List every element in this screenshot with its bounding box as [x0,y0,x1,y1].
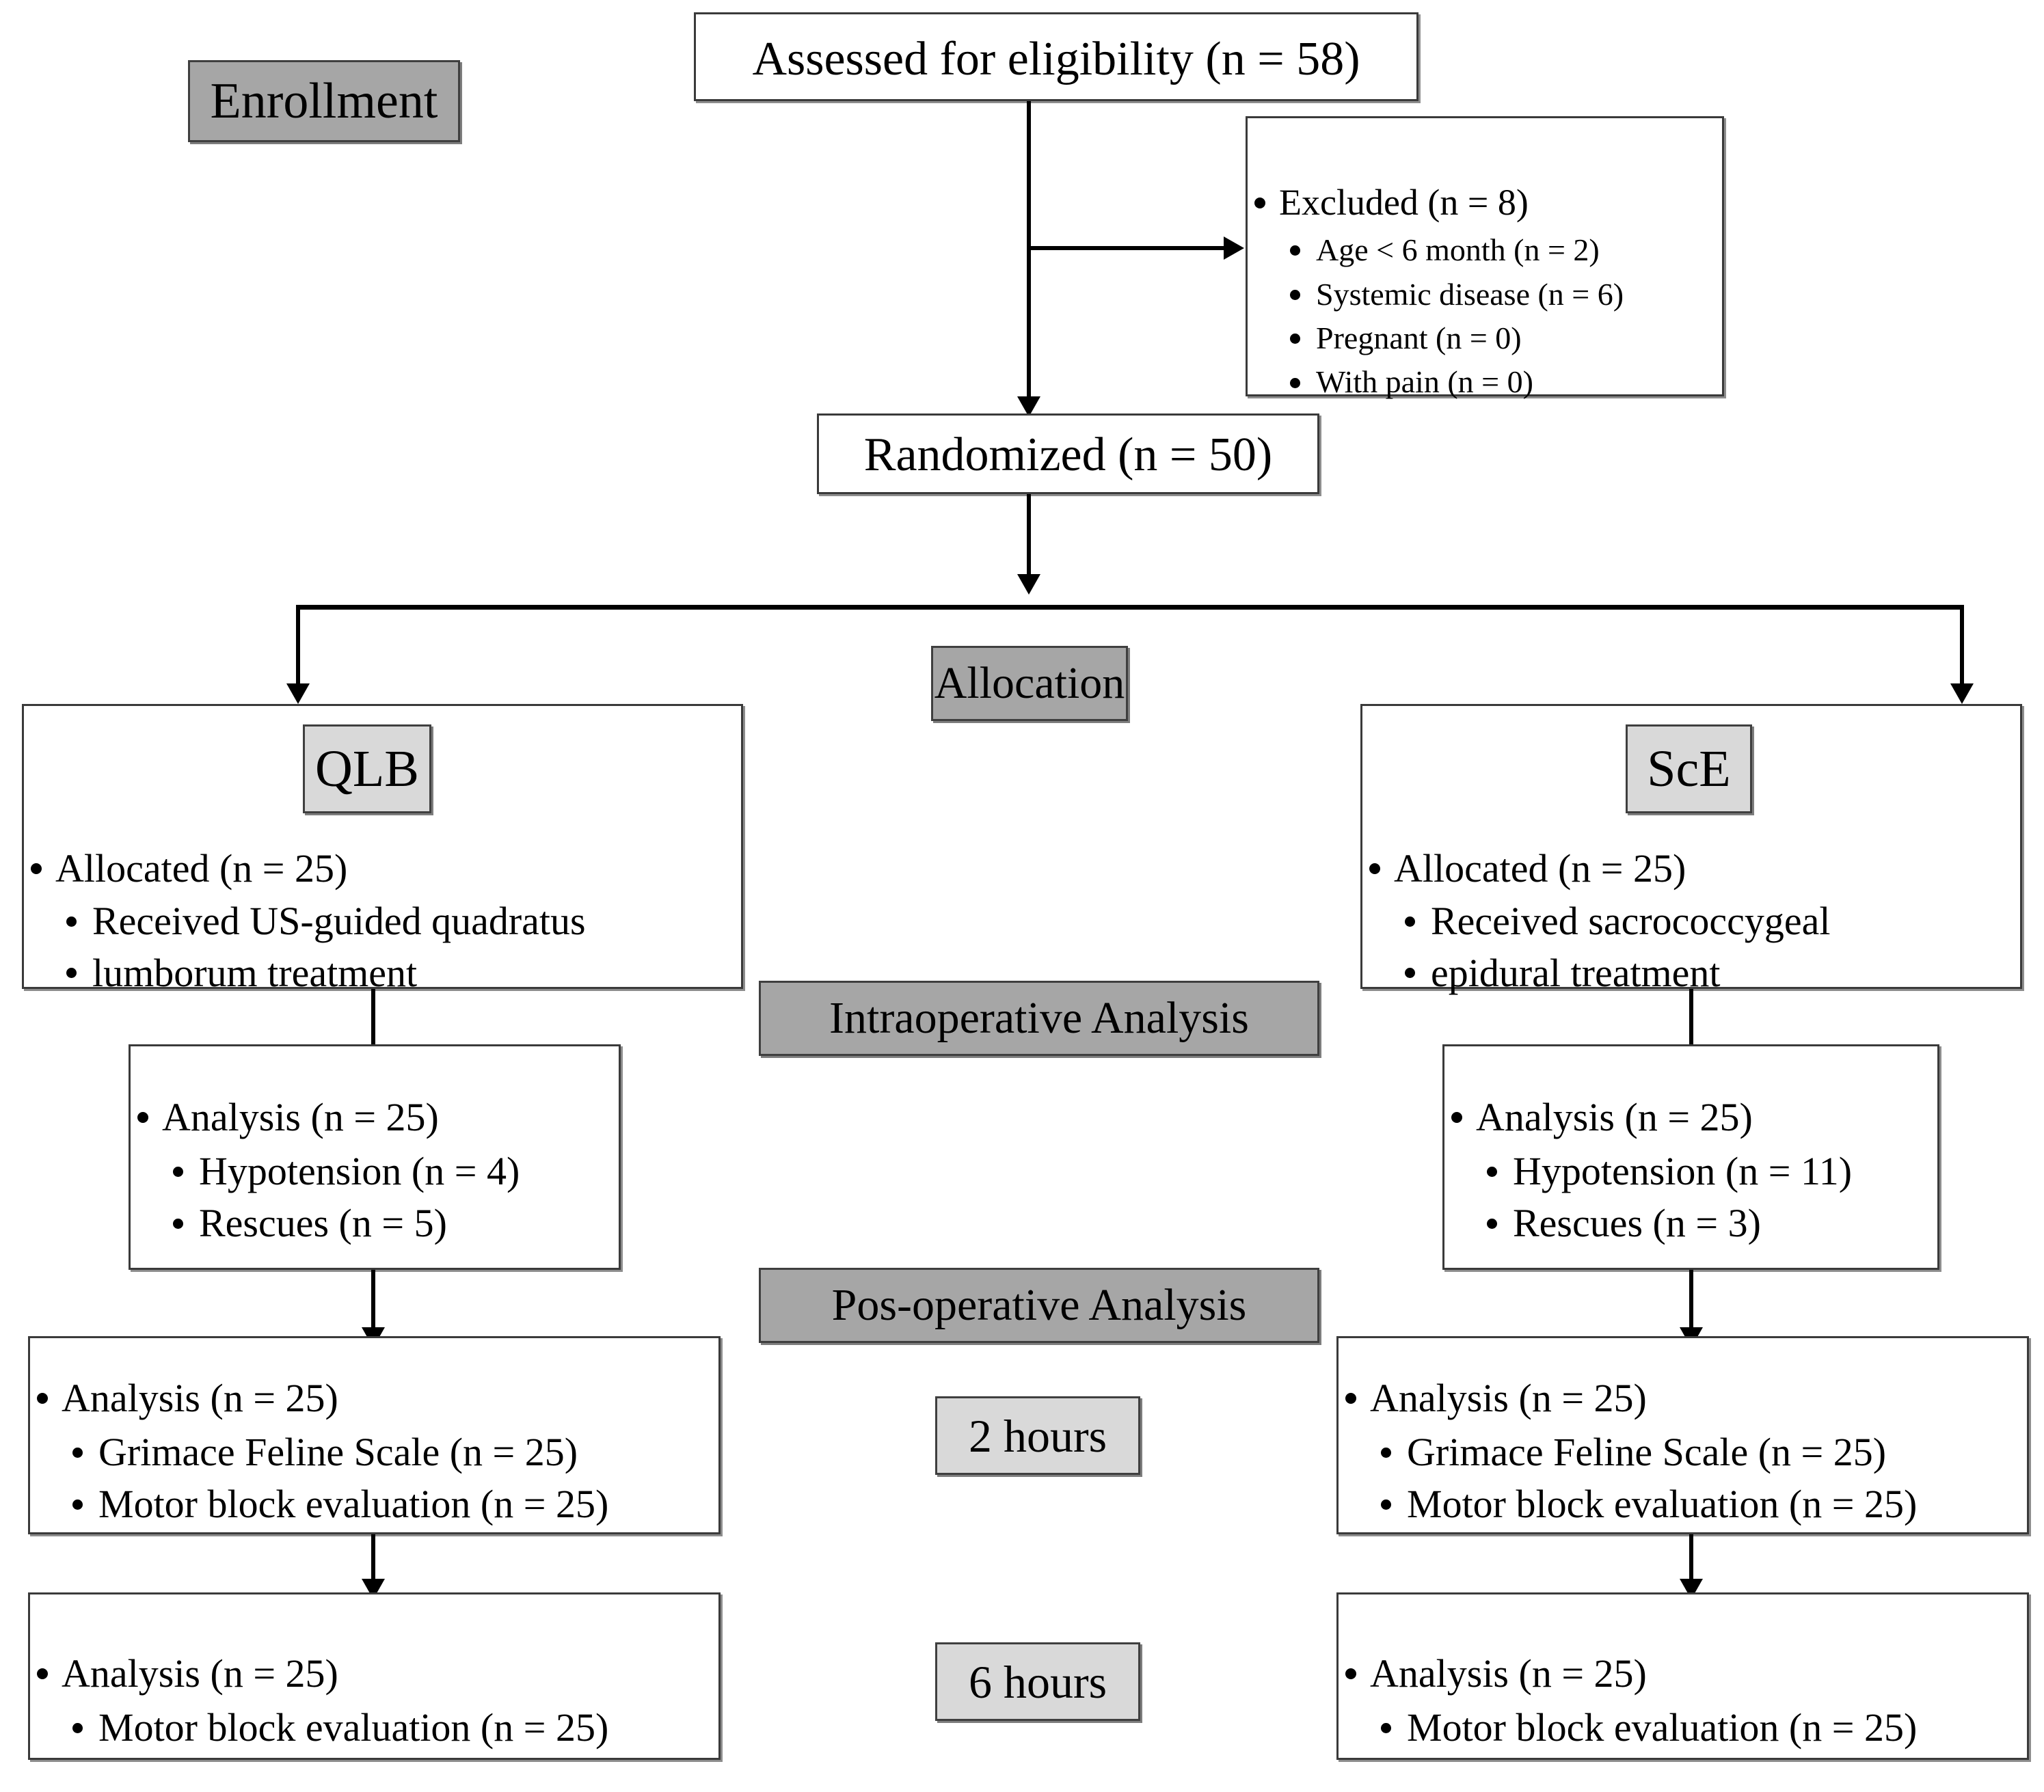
excluded-heading: Excluded (n = 8) [1248,178,1722,227]
right-arm-allocation-list: Allocated (n = 25) Received sacrococcyge… [1362,843,2020,999]
right-arm-intraop-heading: Analysis (n = 25) [1444,1091,1937,1144]
left-arm-intraop-heading: Analysis (n = 25) [131,1091,619,1144]
right-arm-postop-6h-list: Analysis (n = 25) Motor block evaluation… [1339,1648,2027,1754]
stage-label-intraoperative-text: Intraoperative Analysis [829,993,1249,1043]
connector-left-allocation-to-intraop [371,989,375,1052]
assessed-for-eligibility-box: Assessed for eligibility (n = 58) [694,12,1418,101]
right-arm-postop-2h-box: Analysis (n = 25) Grimace Feline Scale (… [1336,1336,2029,1534]
right-arm-postop-2h-detail: Motor block evaluation (n = 25) [1339,1478,2027,1531]
stage-label-6-hours-text: 6 hours [968,1655,1107,1708]
left-arm-postop-2h-list: Analysis (n = 25) Grimace Feline Scale (… [30,1372,718,1531]
connector-left-2h-to-6h [371,1534,375,1584]
group-label-sce: ScE [1626,724,1752,813]
right-arm-intraop-detail: Rescues (n = 3) [1444,1197,1937,1250]
left-arm-postop-6h-heading: Analysis (n = 25) [30,1648,718,1700]
left-arm-intraop-detail: Rescues (n = 5) [131,1197,619,1250]
excluded-reason-item: Age < 6 month (n = 2) [1248,228,1722,272]
right-arm-postop-2h-detail: Grimace Feline Scale (n = 25) [1339,1426,2027,1479]
left-arm-postop-6h-details: Motor block evaluation (n = 25) [30,1702,718,1754]
left-arm-postop-2h-detail: Motor block evaluation (n = 25) [30,1478,718,1531]
right-arm-allocation-heading: Allocated (n = 25) [1362,843,2020,894]
connector-right-2h-to-6h [1689,1534,1693,1584]
connector-right-allocation-to-intraop [1689,989,1693,1052]
left-arm-postop-2h-heading: Analysis (n = 25) [30,1372,718,1425]
right-arm-intraop-details: Hypotension (n = 11) Rescues (n = 3) [1444,1145,1937,1250]
excluded-reasons-list: Age < 6 month (n = 2) Systemic disease (… [1248,228,1722,405]
right-arm-intraop-detail: Hypotension (n = 11) [1444,1145,1937,1198]
right-arm-intraoperative-box: Analysis (n = 25) Hypotension (n = 11) R… [1442,1044,1939,1270]
excluded-reason-item: Pregnant (n = 0) [1248,316,1722,360]
right-arm-intraoperative-list: Analysis (n = 25) Hypotension (n = 11) R… [1444,1091,1937,1250]
randomized-box: Randomized (n = 50) [817,413,1319,494]
connector-right-intraop-to-2h [1689,1270,1693,1333]
left-arm-allocation-list: Allocated (n = 25) Received US-guided qu… [24,843,741,999]
arrowhead-randomized-to-split [1017,574,1040,595]
left-arm-intraoperative-box: Analysis (n = 25) Hypotension (n = 4) Re… [129,1044,621,1270]
group-label-sce-text: ScE [1647,740,1731,798]
connector-left-intraop-to-2h [371,1270,375,1333]
left-arm-postop-6h-box: Analysis (n = 25) Motor block evaluation… [28,1592,721,1760]
right-arm-postop-6h-heading: Analysis (n = 25) [1339,1648,2027,1700]
assessed-for-eligibility-text: Assessed for eligibility (n = 58) [752,33,1360,85]
left-arm-intraop-details: Hypotension (n = 4) Rescues (n = 5) [131,1145,619,1250]
left-arm-postop-6h-list: Analysis (n = 25) Motor block evaluation… [30,1648,718,1754]
right-arm-postop-2h-details: Grimace Feline Scale (n = 25) Motor bloc… [1339,1426,2027,1531]
left-arm-allocation-details: Received US-guided quadratus lumborum tr… [24,895,741,999]
excluded-reason-item: With pain (n = 0) [1248,360,1722,404]
connector-assessed-to-randomized [1027,101,1031,410]
stage-label-enrollment: Enrollment [188,60,460,142]
right-arm-allocation-detail-cont: epidural treatment [1362,947,2020,999]
randomized-text: Randomized (n = 50) [863,429,1273,481]
right-arm-postop-6h-details: Motor block evaluation (n = 25) [1339,1702,2027,1754]
stage-label-6-hours: 6 hours [935,1642,1140,1721]
right-arm-postop-2h-list: Analysis (n = 25) Grimace Feline Scale (… [1339,1372,2027,1531]
left-arm-postop-2h-detail: Grimace Feline Scale (n = 25) [30,1426,718,1479]
stage-label-allocation-text: Allocation [934,658,1125,708]
connector-randomized-to-split [1027,494,1031,578]
connector-split-to-right-arm [1960,605,1964,691]
right-arm-allocation-box: Allocated (n = 25) Received sacrococcyge… [1360,704,2022,995]
left-arm-postop-6h-detail: Motor block evaluation (n = 25) [30,1702,718,1754]
left-arm-allocation-detail: Received US-guided quadratus [24,895,741,947]
left-arm-postop-2h-box: Analysis (n = 25) Grimace Feline Scale (… [28,1336,721,1534]
right-arm-postop-2h-heading: Analysis (n = 25) [1339,1372,2027,1425]
excluded-box: Excluded (n = 8) Age < 6 month (n = 2) S… [1246,116,1724,399]
stage-label-enrollment-text: Enrollment [210,73,438,129]
arrowhead-split-to-left-arm [286,683,310,704]
right-arm-allocation-details: Received sacrococcygeal epidural treatme… [1362,895,2020,999]
stage-label-intraoperative: Intraoperative Analysis [759,981,1319,1056]
stage-label-postoperative: Pos-operative Analysis [759,1268,1319,1343]
stage-label-2-hours: 2 hours [935,1396,1140,1475]
left-arm-postop-2h-details: Grimace Feline Scale (n = 25) Motor bloc… [30,1426,718,1531]
group-label-qlb: QLB [303,724,431,813]
stage-label-postoperative-text: Pos-operative Analysis [831,1280,1247,1330]
right-arm-postop-6h-detail: Motor block evaluation (n = 25) [1339,1702,2027,1754]
connector-split-to-left-arm [296,605,300,691]
right-arm-allocation-detail: Received sacrococcygeal [1362,895,2020,947]
connector-to-excluded [1027,246,1225,250]
stage-label-allocation: Allocation [931,646,1128,721]
excluded-reason-item: Systemic disease (n = 6) [1248,273,1722,316]
left-arm-allocation-heading: Allocated (n = 25) [24,843,741,894]
arrowhead-split-to-right-arm [1950,683,1974,704]
allocation-split-line [296,605,1964,610]
left-arm-intraop-detail: Hypotension (n = 4) [131,1145,619,1198]
arrowhead-to-excluded [1224,236,1244,260]
left-arm-intraoperative-list: Analysis (n = 25) Hypotension (n = 4) Re… [131,1091,619,1250]
left-arm-allocation-detail-cont: lumborum treatment [24,947,741,999]
right-arm-postop-6h-box: Analysis (n = 25) Motor block evaluation… [1336,1592,2029,1760]
excluded-list: Excluded (n = 8) Age < 6 month (n = 2) S… [1248,178,1722,405]
stage-label-2-hours-text: 2 hours [968,1409,1107,1462]
group-label-qlb-text: QLB [315,740,419,798]
